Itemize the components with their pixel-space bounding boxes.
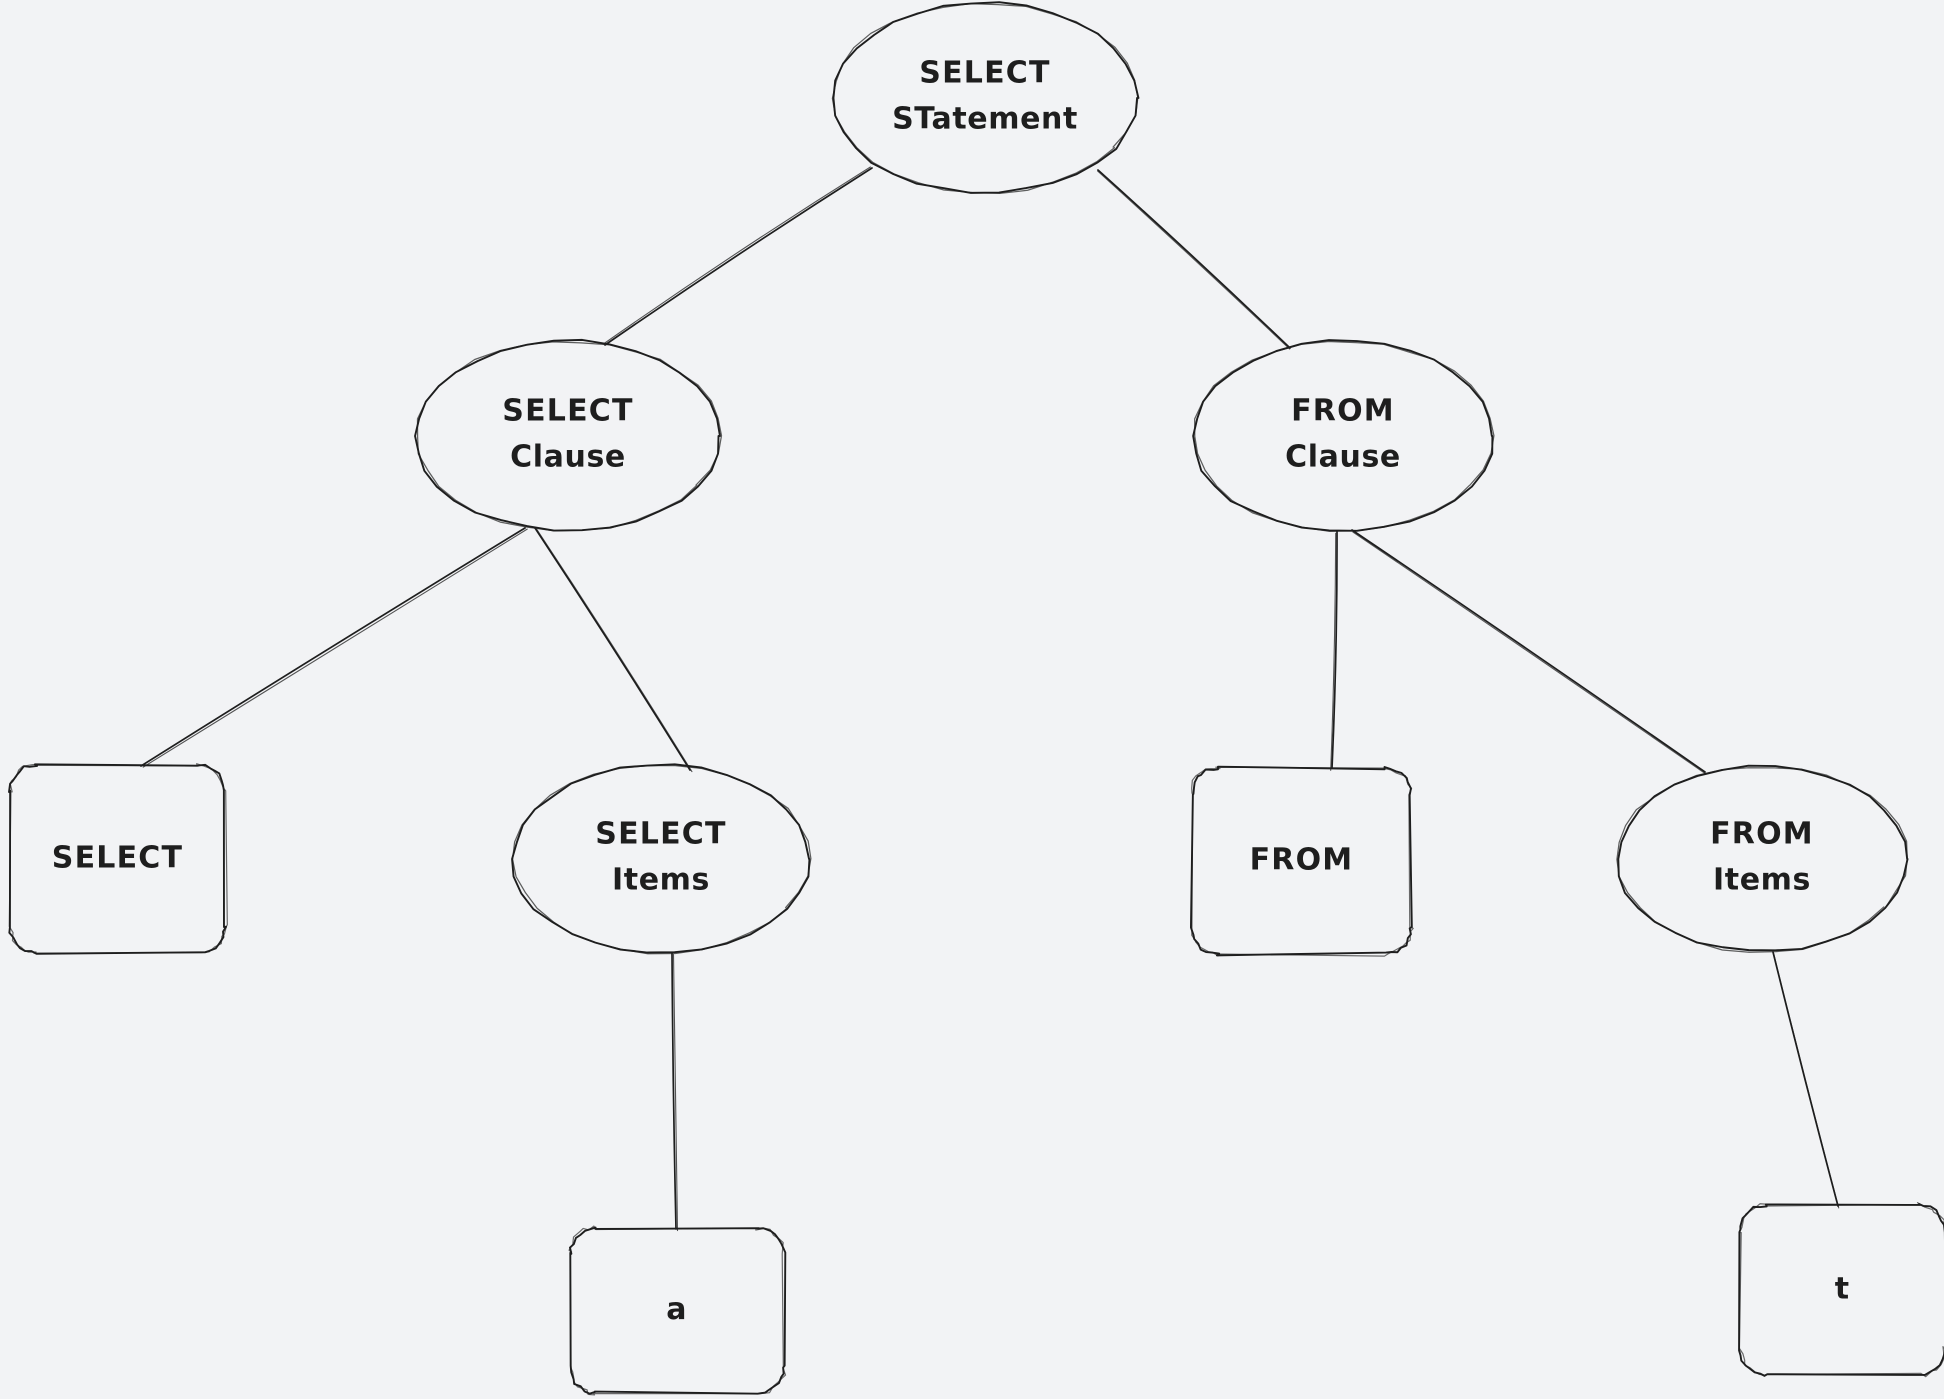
node-select-terminal-outline (8, 763, 228, 954)
node-select-clause-outline (416, 341, 723, 532)
node-select-clause-label: Clause (510, 440, 626, 475)
edge-select-items-to-column-a-stroke (671, 952, 677, 1230)
edge-root-to-select-clause-stroke-sketch (602, 166, 871, 345)
node-table-t-outline (1738, 1203, 1944, 1377)
edge-from-clause-to-from-terminal (1330, 530, 1338, 771)
node-table-t-outline (1738, 1202, 1944, 1378)
node-from-clause-label: Clause (1285, 440, 1401, 475)
edge-root-to-from-clause-stroke (1097, 169, 1291, 349)
edge-root-to-select-clause-stroke (604, 167, 873, 346)
edge-select-clause-to-select-items (534, 527, 693, 773)
node-table-t[interactable]: t (1738, 1202, 1944, 1378)
edge-select-clause-to-select-terminal (140, 527, 528, 768)
node-select-items-outline (511, 764, 812, 955)
node-select-items-label: Items (612, 863, 710, 898)
node-from-clause-outline (1192, 339, 1494, 532)
node-from-clause-label: FROM (1291, 394, 1395, 429)
edge-from-clause-to-from-terminal-stroke-sketch (1330, 532, 1337, 771)
node-from-terminal-outline (1191, 766, 1414, 957)
node-select-terminal-label: SELECT (52, 841, 183, 876)
edge-root-to-select-clause (602, 166, 873, 346)
edge-from-clause-to-from-items (1351, 529, 1707, 775)
node-select-items-label: SELECT (595, 817, 726, 852)
edge-select-clause-to-select-terminal-stroke (140, 527, 526, 767)
edge-from-clause-to-from-items-stroke-sketch (1352, 531, 1707, 775)
edge-from-items-to-table-t-stroke-sketch (1773, 953, 1840, 1209)
node-from-terminal[interactable]: FROM (1190, 765, 1414, 957)
edge-root-to-from-clause (1097, 169, 1291, 350)
node-from-items-label: Items (1713, 863, 1811, 898)
edge-from-clause-to-from-terminal-stroke (1331, 530, 1338, 769)
node-from-terminal-outline (1190, 765, 1413, 957)
node-from-terminal-label: FROM (1250, 843, 1354, 878)
node-select-clause[interactable]: SELECT Clause (414, 338, 723, 532)
node-from-items-label: FROM (1710, 817, 1814, 852)
node-from-clause[interactable]: FROM Clause (1192, 339, 1495, 532)
node-select-statement-outline (831, 2, 1139, 195)
node-select-statement-label: STatement (892, 102, 1078, 137)
node-table-t-label: t (1835, 1272, 1851, 1307)
node-column-a-label: a (666, 1292, 687, 1327)
node-column-a[interactable]: a (568, 1225, 787, 1396)
node-select-terminal[interactable]: SELECT (8, 763, 228, 955)
node-from-clause-outline (1194, 340, 1495, 532)
edge-select-clause-to-select-items-stroke (534, 527, 691, 771)
node-column-a-outline (568, 1225, 787, 1396)
edge-select-clause-to-select-terminal-stroke-sketch (142, 528, 528, 768)
node-select-statement[interactable]: SELECT STatement (831, 1, 1140, 195)
node-select-items[interactable]: SELECT Items (511, 763, 812, 955)
node-select-statement-label: SELECT (919, 56, 1050, 91)
edge-from-items-to-table-t (1772, 951, 1840, 1209)
edge-select-items-to-column-a-stroke-sketch (672, 954, 679, 1232)
node-from-items[interactable]: FROM Items (1616, 764, 1909, 953)
node-from-items-outline (1616, 767, 1908, 953)
node-select-clause-label: SELECT (502, 394, 633, 429)
nodes-layer: SELECTSTatementSELECTClauseFROMClauseSEL… (8, 1, 1944, 1396)
edges-layer (140, 166, 1840, 1232)
edge-root-to-from-clause-stroke-sketch (1097, 170, 1291, 350)
edge-from-clause-to-from-items-stroke (1351, 529, 1706, 773)
edge-select-items-to-column-a (671, 952, 679, 1232)
edge-select-clause-to-select-items-stroke-sketch (536, 529, 693, 773)
